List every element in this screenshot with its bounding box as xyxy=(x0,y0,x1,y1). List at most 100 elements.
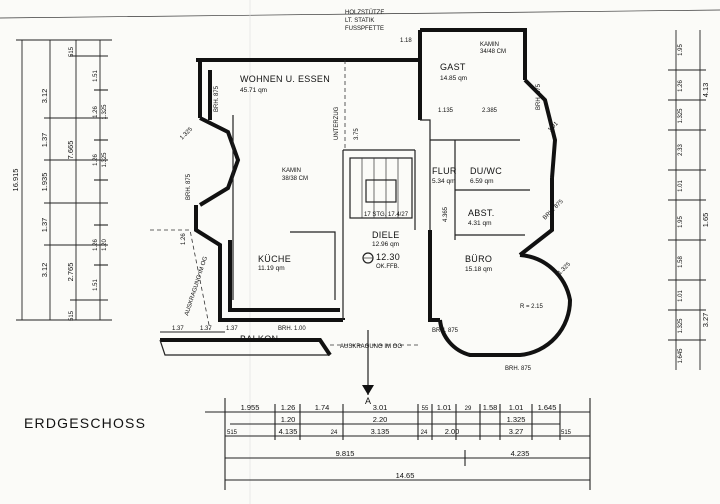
left-col2-dim-2: 7.665 xyxy=(66,141,75,160)
note-level-sub: OK.FFB. xyxy=(376,264,400,270)
misc-dim-4: 1.26 xyxy=(181,233,187,245)
bottom-row3-dim-3: 24 xyxy=(331,430,338,436)
room-diele-area: 12.96 qm xyxy=(372,241,399,248)
right-dim-6: 1.95 xyxy=(678,216,684,228)
left-col2-dim-4: 515 xyxy=(69,310,75,321)
room-diele-name: DIELE xyxy=(372,230,400,240)
left-col1-dim-2: 1.37 xyxy=(40,133,49,148)
bottom-row3-dim-5: 24 xyxy=(421,430,428,436)
right-dim-4: 2.33 xyxy=(678,144,684,156)
misc-dim-6: 1.325 xyxy=(557,261,572,276)
room-buero-name: BÜRO xyxy=(465,254,492,264)
bottom-row1-dim-7: 29 xyxy=(465,406,472,412)
left-total-dim: 16.915 xyxy=(11,169,20,192)
bottom-row1-dim-2: 1.26 xyxy=(281,403,296,412)
misc-dim-3: 1.325 xyxy=(179,126,194,141)
brh-label-6: BRH. 875 xyxy=(505,366,532,372)
bottom-dimension-chain xyxy=(205,398,591,490)
bottom-row1-dim-1: 1.955 xyxy=(241,403,260,412)
left-dimension-chain xyxy=(16,39,112,321)
brh-label-1: BRH. 875 xyxy=(214,85,220,112)
left-col3-dim-6: 1.26 xyxy=(93,239,99,251)
note-kamin-1-size: 38/38 CM xyxy=(282,176,308,182)
misc-dim-2: 1.135 xyxy=(438,108,454,114)
room-wohnen-name: WOHNEN U. ESSEN xyxy=(240,74,330,84)
plan-title: ERDGESCHOSS xyxy=(24,415,146,431)
bottom-row3-dim-4: 3.135 xyxy=(371,427,390,436)
left-col1-dim-3: 1.935 xyxy=(40,173,49,192)
bottom-row3-dim-6: 2.00 xyxy=(445,427,460,436)
balkon-dim-2: 1.37 xyxy=(200,326,212,332)
note-section-marker: A xyxy=(365,396,371,406)
right-dim-10: 1.645 xyxy=(678,348,684,364)
room-abst-area: 4.31 qm xyxy=(468,220,492,227)
left-col3-dim-7: 1.20 xyxy=(102,239,108,251)
left-col3-dim-5: 1.325 xyxy=(102,152,108,168)
room-gast-area: 14.85 qm xyxy=(440,75,467,82)
misc-dim-7: 2.385 xyxy=(482,108,498,114)
balcony xyxy=(159,338,332,357)
right-dim-1: 1.95 xyxy=(678,44,684,56)
brh-label-5: BRH. 875 xyxy=(432,328,459,334)
brh-label-3: BRH. 875 xyxy=(536,83,542,110)
bottom-row1-dim-5: 55 xyxy=(422,406,429,412)
bottom-row4-dim-2: 4.235 xyxy=(511,449,530,458)
bottom-row4-dim-1: 9.815 xyxy=(336,449,355,458)
room-flur-area: 5.34 qm xyxy=(432,178,456,185)
room-kueche-name: KÜCHE xyxy=(258,254,291,264)
room-flur-name: FLUR xyxy=(432,166,457,176)
bottom-row1-dim-8: 1.58 xyxy=(483,403,498,412)
left-col2-dim-1: 515 xyxy=(69,46,75,57)
room-buero-area: 15.18 qm xyxy=(465,266,492,273)
misc-dim-8: 3.75 xyxy=(354,128,360,140)
room-duwc-name: DU/WC xyxy=(470,166,502,176)
paper-edge-line xyxy=(0,9,720,19)
section-arrow-icon xyxy=(362,385,374,395)
room-abst-name: ABST. xyxy=(468,208,495,218)
bottom-row3-dim-8: 515 xyxy=(561,430,572,436)
left-col2-dim-3: 2.765 xyxy=(66,263,75,282)
note-kamin-2-size: 34/48 CM xyxy=(480,49,506,55)
room-gast-name: GAST xyxy=(440,62,466,72)
bottom-row1-dim-6: 1.01 xyxy=(437,403,452,412)
room-duwc-area: 6.59 qm xyxy=(470,178,494,185)
bottom-row2-dim-1: 1.20 xyxy=(281,415,296,424)
bottom-row3-dim-1: 515 xyxy=(227,430,238,436)
bottom-row2-dim-2: 2.20 xyxy=(373,415,388,424)
left-col3-dim-8: 1.51 xyxy=(93,279,99,291)
note-lt-statik: LT. STATIK xyxy=(345,18,374,24)
left-col3-dim-3: 1.325 xyxy=(102,104,108,120)
bottom-row3-dim-7: 3.27 xyxy=(509,427,524,436)
balkon-dim-3: 1.37 xyxy=(226,326,238,332)
note-kamin-1: KAMIN xyxy=(282,168,301,174)
right-dim-2: 1.26 xyxy=(678,80,684,92)
note-auskragung-bottom: AUSKRAGUNG IM OG xyxy=(340,344,402,350)
right-dim-7: 1.58 xyxy=(678,256,684,268)
note-fusspfette: FUSSPFETTE xyxy=(345,26,384,32)
right-col2-dim-1: 4.13 xyxy=(701,83,710,98)
note-level: 12.30 xyxy=(376,252,400,262)
balkon-dim-1: 1.37 xyxy=(172,326,184,332)
misc-dim-9: 4.365 xyxy=(443,206,449,222)
bottom-row3-dim-2: 4.135 xyxy=(279,427,298,436)
right-dim-3: 1.325 xyxy=(678,108,684,124)
bottom-row1-dim-3: 1.74 xyxy=(315,403,330,412)
right-col2-dim-2: 1.65 xyxy=(701,213,710,228)
note-holzstuetze: HOLZSTÜTZE xyxy=(345,9,384,16)
note-radius: R = 2.15 xyxy=(520,304,544,310)
left-col3-dim-2: 1.26 xyxy=(93,106,99,118)
auskragung-left-line xyxy=(150,229,211,331)
room-balkon-name: BALKON xyxy=(240,334,278,344)
left-col1-dim-5: 3.12 xyxy=(40,263,49,278)
left-col1-dim-1: 3.12 xyxy=(40,89,49,104)
right-dim-5: 1.01 xyxy=(678,180,684,192)
staircase xyxy=(349,157,413,219)
bottom-row1-dim-10: 1.645 xyxy=(538,403,557,412)
left-col3-dim-4: 1.26 xyxy=(93,154,99,166)
interior-walls xyxy=(232,115,530,320)
right-dimension-chain xyxy=(668,30,706,370)
brh-label-100: BRH. 1.00 xyxy=(278,326,306,332)
room-kueche-area: 11.19 qm xyxy=(258,265,285,272)
right-dim-9: 1.325 xyxy=(678,318,684,334)
